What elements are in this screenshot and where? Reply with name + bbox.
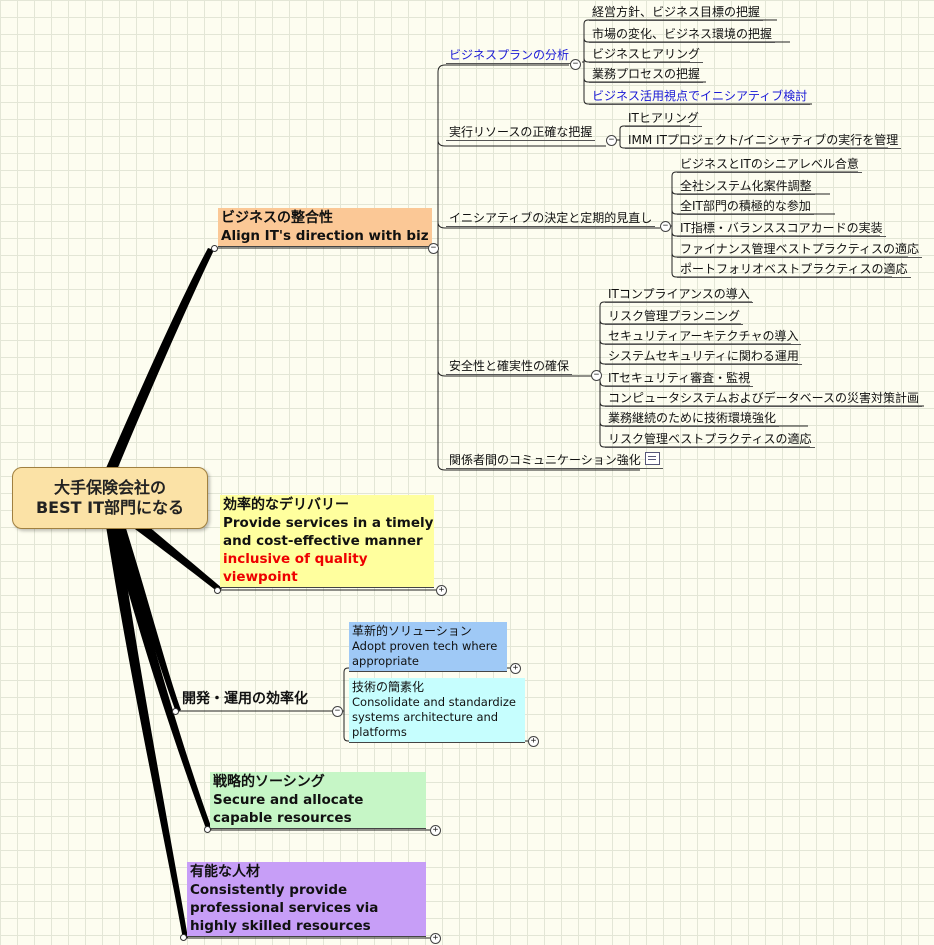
initiative-item-2[interactable]: 全社システム化案件調整 (677, 178, 815, 195)
root-line1: 大手保険会社の (53, 478, 166, 497)
analysis-collapse-toggle[interactable]: − (570, 59, 581, 70)
root-line2: BEST IT部門になる (35, 498, 184, 517)
security-item-5[interactable]: ITセキュリティ審査・監視 (605, 370, 754, 387)
talent-title: 有能な人材 (190, 864, 260, 880)
root-to-talent (106, 524, 188, 939)
delivery-anchor-dot (214, 587, 221, 594)
devops-anchor-dot (172, 708, 179, 715)
analysis-item-5[interactable]: ビジネス活用視点でイニシアティブ検討 (589, 88, 811, 105)
analysis-item-4[interactable]: 業務プロセスの把握 (589, 66, 704, 83)
security-item-7[interactable]: 業務継続のために技術環境強化 (605, 410, 780, 427)
devops-node[interactable]: 開発・運用の効率化 (182, 691, 308, 707)
talent-anchor-dot (180, 934, 187, 941)
sourcing-subtitle: Secure and allocate capable resources (213, 792, 364, 826)
delivery-node[interactable]: 効率的なデリバリー Provide services in a timely a… (220, 495, 434, 588)
communication-label: 関係者間のコミュニケーション強化 (449, 453, 641, 467)
analysis-item-3[interactable]: ビジネスヒアリング (589, 46, 704, 63)
innovative-node[interactable]: 革新的ソリューション Adopt proven tech where appro… (349, 622, 507, 672)
sourcing-node[interactable]: 戦略的ソーシング Secure and allocate capable res… (210, 772, 426, 829)
security-item-4[interactable]: システムセキュリティに関わる運用 (605, 348, 802, 365)
alignment-anchor-dot (211, 245, 218, 252)
initiative-item-4[interactable]: IT指標・バランススコアカードの実装 (677, 220, 886, 237)
initiative-item-1[interactable]: ビジネスとITのシニアレベル合意 (677, 156, 862, 173)
resources-item-1[interactable]: ITヒアリング (625, 110, 702, 127)
initiative-item-5[interactable]: ファイナンス管理ベストプラクティスの適応 (677, 241, 923, 258)
sourcing-anchor-dot (204, 826, 211, 833)
innovative-desc: Adopt proven tech where appropriate (352, 639, 498, 668)
simplify-desc: Consolidate and standardize systems arch… (352, 695, 516, 739)
note-icon[interactable] (644, 452, 660, 465)
resources-collapse-toggle[interactable]: − (606, 135, 617, 146)
branch-security[interactable]: 安全性と確実性の確保 (446, 358, 573, 375)
simplify-title: 技術の簡素化 (352, 680, 425, 694)
talent-expand-toggle[interactable]: + (430, 933, 441, 944)
security-item-8[interactable]: リスク管理ベストプラクティスの適応 (605, 431, 815, 448)
branch-initiative[interactable]: イニシアティブの決定と定期的見直し (446, 210, 656, 227)
analysis-item-1[interactable]: 経営方針、ビジネス目標の把握 (589, 4, 764, 21)
alignment-collapse-toggle[interactable]: − (428, 243, 439, 254)
talent-subtitle: Consistently provide professional servic… (190, 882, 379, 934)
security-item-6[interactable]: コンピュータシステムおよびデータベースの災害対策計画 (605, 390, 923, 407)
root-to-alignment (100, 248, 214, 482)
delivery-title: 効率的なデリバリー (223, 497, 349, 513)
simplify-expand-toggle[interactable]: + (528, 736, 539, 747)
analysis-item-2[interactable]: 市場の変化、ビジネス環境の把握 (589, 26, 776, 43)
security-item-3[interactable]: セキュリティアーキテクチャの導入 (605, 328, 802, 345)
devops-collapse-toggle[interactable]: − (332, 706, 343, 717)
branch-communication[interactable]: 関係者間のコミュニケーション強化 (446, 452, 663, 469)
root-to-sourcing (110, 524, 212, 831)
alignment-node[interactable]: ビジネスの整合性 Align IT's direction with biz (218, 208, 432, 247)
initiative-collapse-toggle[interactable]: − (660, 221, 671, 232)
delivery-line2: Provide services in a timely (223, 515, 434, 531)
branch-analysis[interactable]: ビジネスプランの分析 (446, 47, 573, 64)
sourcing-expand-toggle[interactable]: + (430, 825, 441, 836)
simplify-node[interactable]: 技術の簡素化 Consolidate and standardize syste… (349, 678, 525, 743)
sourcing-title: 戦略的ソーシング (213, 774, 325, 790)
security-item-2[interactable]: リスク管理プランニング (605, 308, 744, 325)
delivery-line5: viewpoint (223, 569, 298, 585)
delivery-line4: inclusive of quality (223, 551, 368, 567)
security-item-1[interactable]: ITコンプライアンスの導入 (605, 286, 753, 303)
talent-node[interactable]: 有能な人材 Consistently provide professional … (187, 862, 426, 937)
delivery-expand-toggle[interactable]: + (436, 585, 447, 596)
alignment-title: ビジネスの整合性 (221, 210, 333, 226)
delivery-line3: and cost-effective manner (223, 533, 423, 549)
alignment-subtitle: Align IT's direction with biz (221, 228, 429, 244)
resources-item-2[interactable]: IMM ITプロジェクト/イニシャティブの実行を管理 (625, 132, 902, 149)
initiative-item-3[interactable]: 全IT部門の積極的な参加 (677, 198, 814, 215)
security-collapse-toggle[interactable]: − (591, 370, 602, 381)
branch-resources[interactable]: 実行リソースの正確な把握 (446, 124, 596, 141)
initiative-item-6[interactable]: ポートフォリオベストプラクティスの適応 (677, 261, 911, 278)
innovative-expand-toggle[interactable]: + (510, 663, 521, 674)
innovative-title: 革新的ソリューション (352, 624, 472, 638)
